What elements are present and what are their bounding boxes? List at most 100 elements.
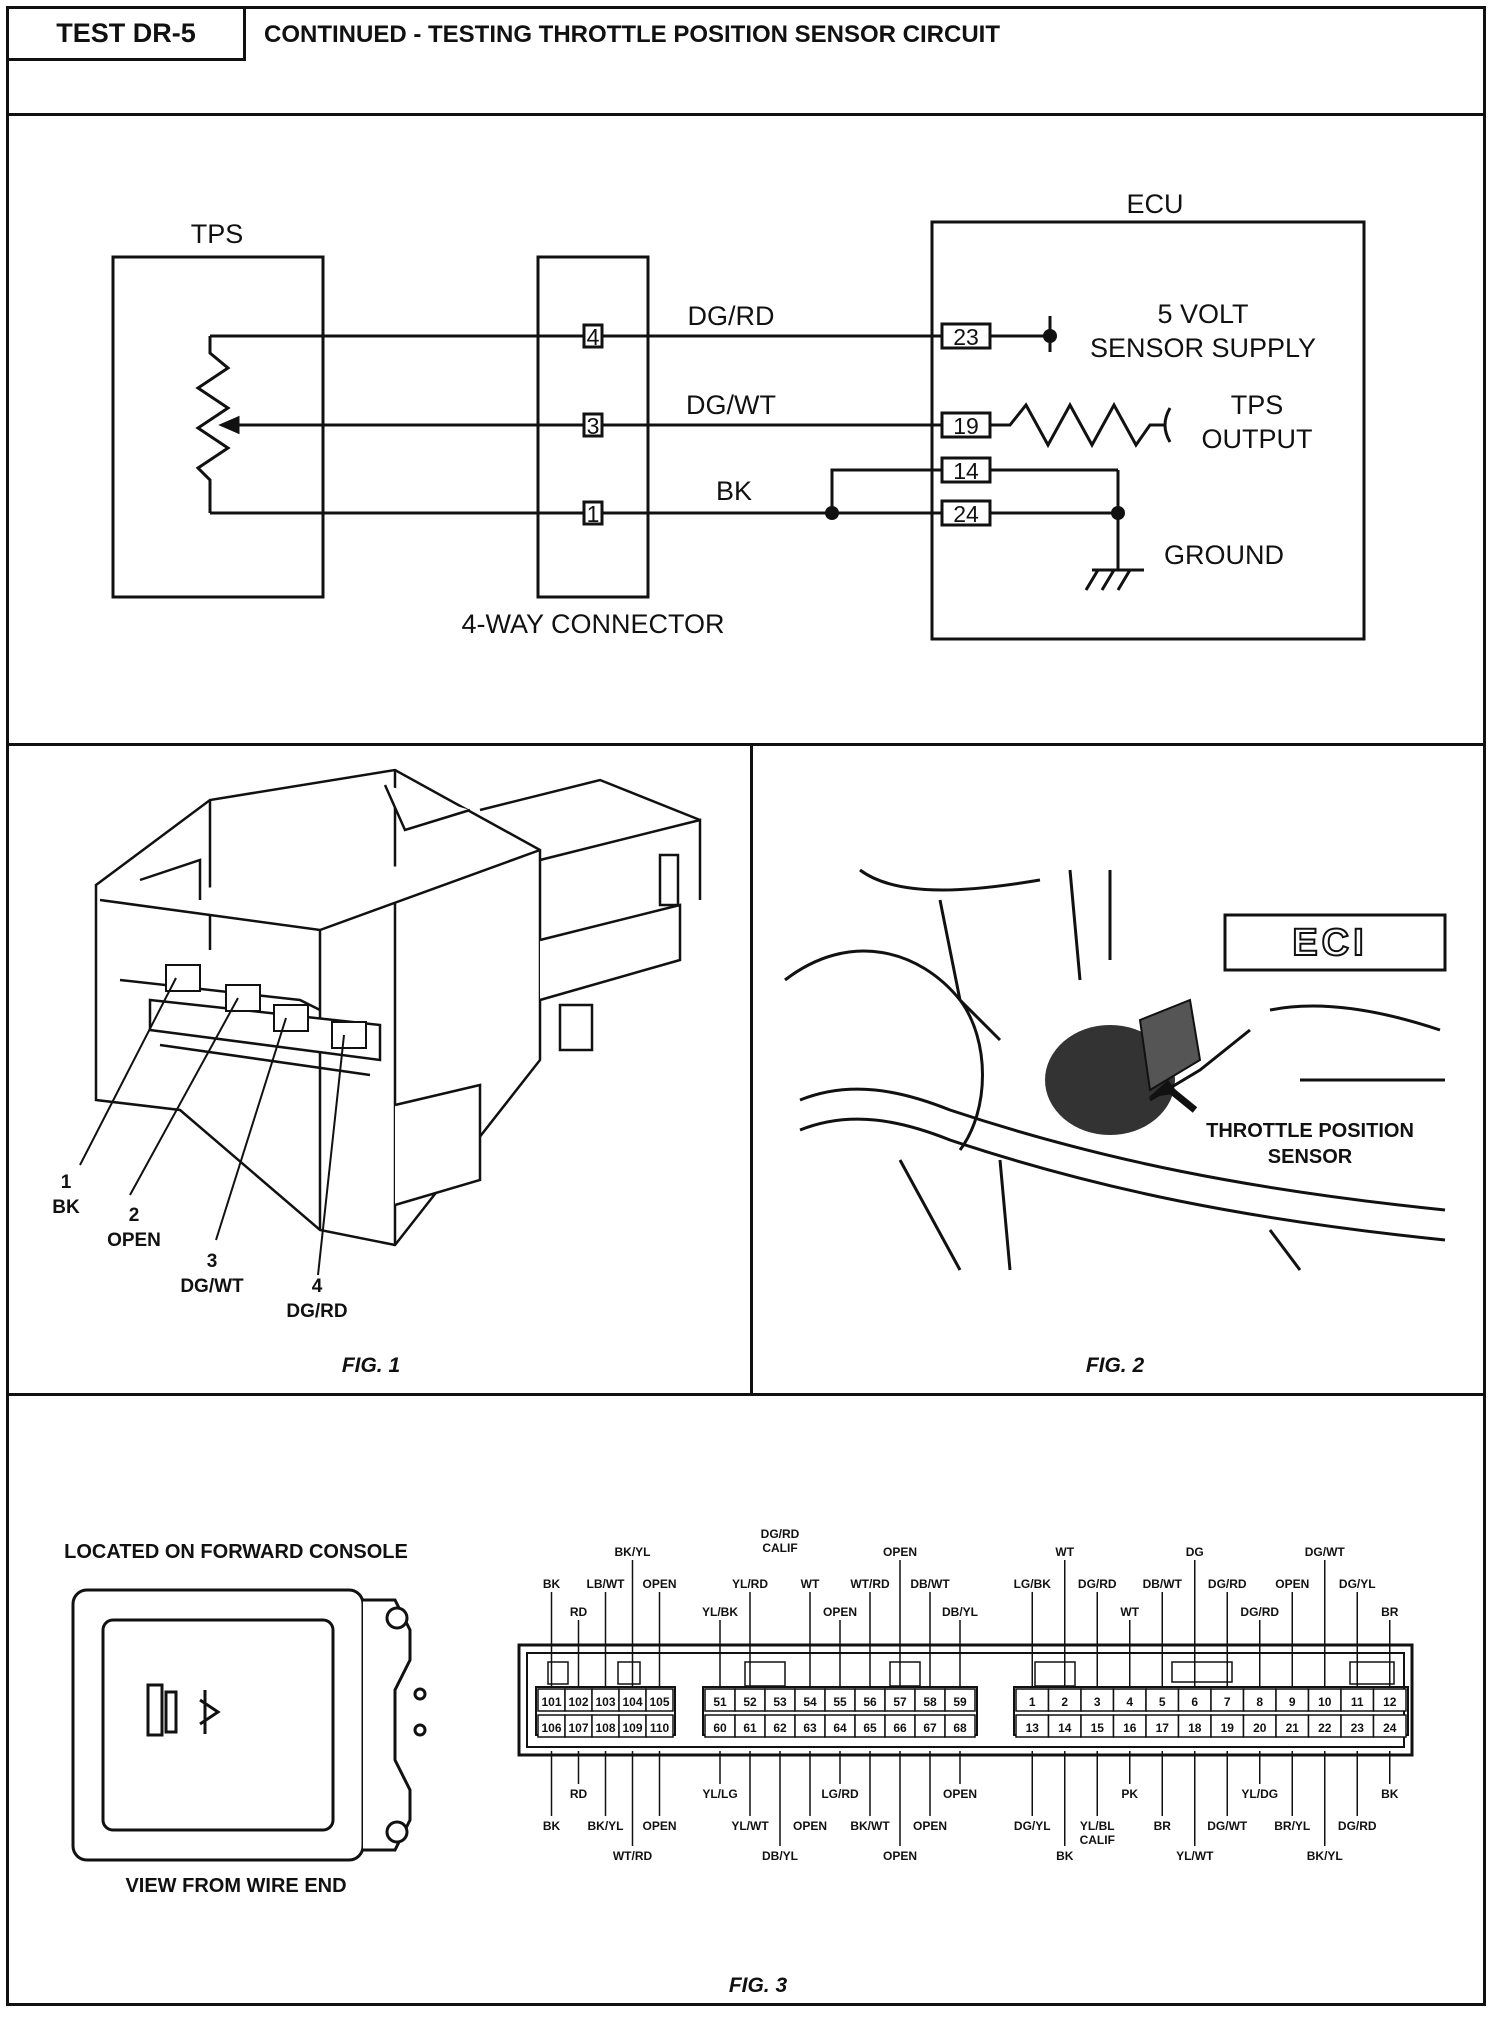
output-label-line1: TPS — [1231, 390, 1284, 420]
ecu-label: ECU — [1126, 189, 1183, 219]
wire-label-dg-wt: DG/WT — [686, 390, 776, 420]
pin-wire-label: DG — [1186, 1545, 1204, 1559]
ecu-pin-24-label: 24 — [953, 501, 979, 527]
pin-wire-label: RD — [570, 1605, 588, 1619]
fig1-pin-4-wire: DG/RD — [286, 1301, 347, 1322]
output-label-line2: OUTPUT — [1202, 424, 1313, 454]
schematic-labels: TPS ECU 4-WAY CONNECTOR 4 3 1 DG/RD DG/W… — [191, 189, 1316, 639]
pin-wire-label: OPEN — [793, 1819, 827, 1833]
pin-wire-label: OPEN — [823, 1605, 857, 1619]
pin-wire-label: DG/YL — [1014, 1819, 1051, 1833]
pin-wire-label: CALIF — [762, 1541, 797, 1555]
pin-wire-label: OPEN — [943, 1787, 977, 1801]
pin-wire-label: BK — [543, 1577, 561, 1591]
page-title: CONTINUED - TESTING THROTTLE POSITION SE… — [264, 21, 1001, 48]
pin-wire-label: DB/WT — [910, 1577, 950, 1591]
pin-wire-label: YL/BK — [702, 1605, 738, 1619]
pin-number: 15 — [1091, 1721, 1105, 1735]
pin-wire-label: BK/YL — [615, 1545, 651, 1559]
pin-number: 108 — [595, 1721, 615, 1735]
pin-number: 12 — [1383, 1695, 1397, 1709]
pin-number: 18 — [1188, 1721, 1202, 1735]
pin-number: 19 — [1221, 1721, 1235, 1735]
pin-number: 21 — [1286, 1721, 1300, 1735]
test-id-box: TEST DR-5 — [9, 9, 246, 61]
ecu-box — [930, 220, 1366, 641]
pin-wire-label: YL/RD — [732, 1577, 768, 1591]
pin-number: 103 — [595, 1695, 615, 1709]
pin-number: 2 — [1061, 1695, 1068, 1709]
pin-number: 55 — [833, 1695, 847, 1709]
fig1-pin-4-num: 4 — [312, 1276, 323, 1297]
pin-number: 57 — [893, 1695, 907, 1709]
pin-wire-label: BK/YL — [1307, 1849, 1343, 1863]
pin-number: 105 — [649, 1695, 669, 1709]
eci-badge: ECI — [1292, 922, 1367, 964]
pin-wire-label: WT/RD — [850, 1577, 890, 1591]
pin-number: 65 — [863, 1721, 877, 1735]
pin-wire-label: LG/RD — [821, 1787, 859, 1801]
pin-wire-label: BR — [1381, 1605, 1399, 1619]
wiper-arrow — [218, 415, 240, 435]
pin-wire-label: DG/RD — [1078, 1577, 1117, 1591]
junction-dots — [825, 329, 1125, 520]
pin-number: 59 — [953, 1695, 967, 1709]
ecu-pin-23-label: 23 — [953, 324, 979, 350]
pin-wire-label: YL/WT — [731, 1819, 769, 1833]
pin-number: 64 — [833, 1721, 847, 1735]
wire-label-bk: BK — [716, 476, 752, 506]
pin-number: 7 — [1224, 1695, 1231, 1709]
fig1-connector-drawing — [94, 768, 702, 1247]
fig1-pin-2-num: 2 — [129, 1205, 140, 1226]
pin-wire-label: OPEN — [1275, 1577, 1309, 1591]
fig1-leader-lines — [79, 977, 345, 1276]
pin-wire-label: OPEN — [883, 1545, 917, 1559]
fig1-pin-2-wire: OPEN — [107, 1230, 161, 1251]
pin-wire-label: BK — [543, 1819, 561, 1833]
ecu-pin-14-label: 14 — [953, 458, 979, 484]
pin-number: 54 — [803, 1695, 817, 1709]
pin-number: 58 — [923, 1695, 937, 1709]
pin-wire-label: YL/WT — [1176, 1849, 1214, 1863]
pin-wire-label: PK — [1121, 1787, 1138, 1801]
fig2-callout-line1: THROTTLE POSITION — [1206, 1120, 1414, 1142]
output-resistor-symbol — [990, 401, 1165, 449]
pin-wire-label: WT — [801, 1577, 820, 1591]
pin-number: 16 — [1123, 1721, 1137, 1735]
pin-number: 101 — [541, 1695, 561, 1709]
pin-wire-label: BR/YL — [1274, 1819, 1310, 1833]
pin-number: 9 — [1289, 1695, 1296, 1709]
fig2-caption: FIG. 2 — [1086, 1354, 1145, 1377]
pin-number: 67 — [923, 1721, 937, 1735]
pin-number: 4 — [1126, 1695, 1133, 1709]
fig1-pin-cavities — [165, 964, 367, 1049]
wiring-schematic — [111, 220, 1366, 641]
view-label: VIEW FROM WIRE END — [125, 1875, 346, 1897]
ecu-pin-19-label: 19 — [953, 413, 979, 439]
fig1-pin-3-num: 3 — [207, 1251, 218, 1272]
page-frame: TEST DR-5 CONTINUED - TESTING THROTTLE P… — [6, 6, 1486, 2006]
pin-wire-label: LB/WT — [587, 1577, 626, 1591]
pin-wire-label: OPEN — [642, 1819, 676, 1833]
pin-number: 23 — [1351, 1721, 1365, 1735]
fig1-pin-3-wire: DG/WT — [180, 1276, 244, 1297]
pin-wire-label: DG/RD — [1240, 1605, 1279, 1619]
pin-wire-label: RD — [570, 1787, 588, 1801]
throttle-sensor-body — [1045, 1025, 1175, 1135]
connector-pin-3-label: 3 — [587, 413, 600, 439]
pin-number: 56 — [863, 1695, 877, 1709]
divider — [9, 1393, 1483, 1396]
pin-number: 14 — [1058, 1721, 1072, 1735]
pin-wire-label: DB/WT — [1143, 1577, 1183, 1591]
connector-box — [536, 255, 650, 599]
pin-number: 66 — [893, 1721, 907, 1735]
fig1-pin-1-wire: BK — [52, 1197, 80, 1218]
wire-bk-branch — [830, 468, 942, 513]
output-arc — [1163, 407, 1172, 443]
pin-number: 107 — [568, 1721, 588, 1735]
pin-number: 22 — [1318, 1721, 1332, 1735]
fig1-caption: FIG. 1 — [342, 1354, 400, 1377]
divider — [9, 113, 1483, 116]
